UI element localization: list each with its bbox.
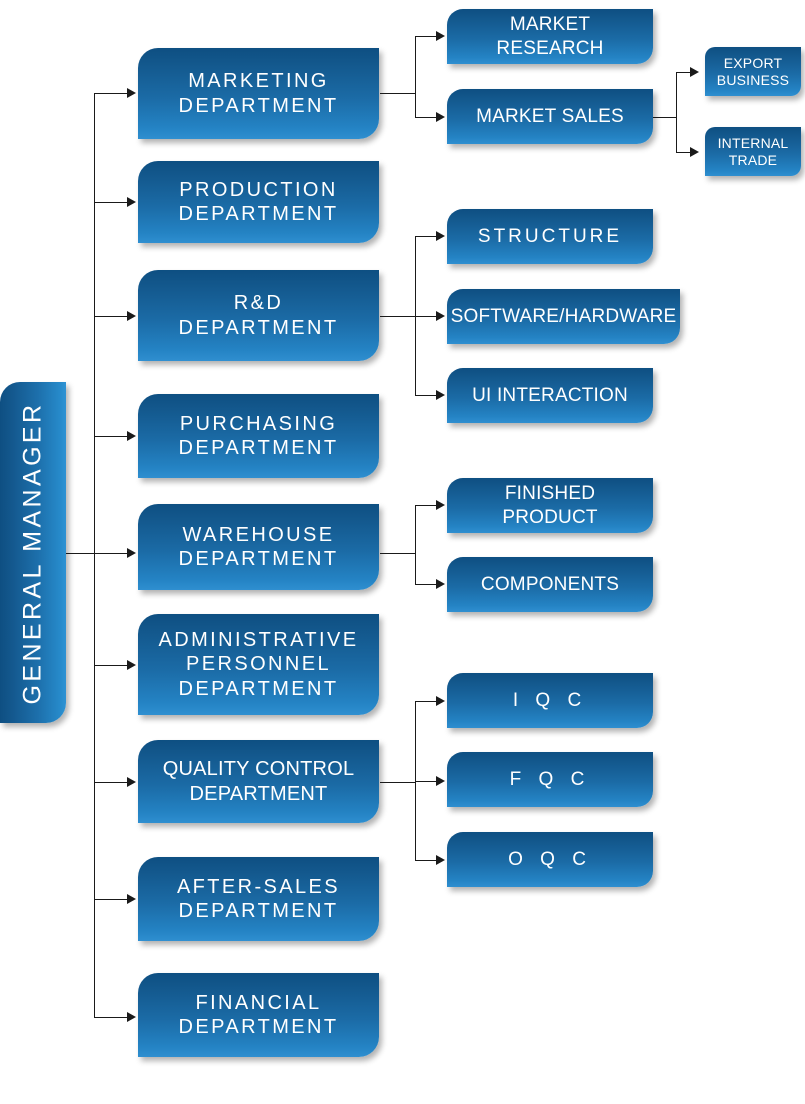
market-sales-box[interactable]: MARKET SALES — [447, 89, 653, 144]
arrow-quality — [127, 777, 136, 787]
arrow-export-business — [690, 67, 699, 77]
structure-box[interactable]: STRUCTURE — [447, 209, 653, 264]
arrow-rnd — [127, 311, 136, 321]
branch-line-administrative — [94, 665, 128, 666]
ui-interaction-box[interactable]: UI INTERACTION — [447, 368, 653, 423]
components-label: COMPONENTS — [480, 573, 620, 595]
branch-line-warehouse — [94, 553, 128, 554]
market-research-box[interactable]: MARKET RESEARCH — [447, 9, 653, 64]
arrow-purchasing — [127, 431, 136, 441]
ui-interaction-label: UI INTERACTION — [472, 384, 628, 406]
rnd-stem-line — [380, 316, 416, 317]
iqc-label: I Q C — [512, 689, 588, 711]
branch-line-after-sales — [94, 899, 128, 900]
branch-line-production — [94, 202, 128, 203]
market-sales-stem-line — [653, 117, 677, 118]
oqc-box[interactable]: O Q C — [447, 832, 653, 887]
arrow-fqc — [436, 776, 445, 786]
arrow-finished-product — [436, 500, 445, 510]
gm-stem-line — [66, 553, 95, 554]
warehouse-split-line — [415, 505, 416, 585]
arrow-iqc — [436, 696, 445, 706]
market-sales-label: MARKET SALES — [476, 105, 624, 127]
line-market-research — [415, 36, 437, 37]
software-hardware-label: SOFTWARE/HARDWARE — [450, 305, 677, 327]
arrow-internal-trade — [690, 147, 699, 157]
arrow-administrative — [127, 660, 136, 670]
line-software-hardware — [415, 316, 437, 317]
line-internal-trade — [676, 152, 691, 153]
market-research-label: MARKET RESEARCH — [496, 14, 604, 59]
line-structure — [415, 236, 437, 237]
fqc-label: F Q C — [509, 768, 591, 790]
marketing-stem-line — [380, 93, 416, 94]
branch-line-purchasing — [94, 436, 128, 437]
line-ui-interaction — [415, 395, 437, 396]
arrow-oqc — [436, 855, 445, 865]
arrow-market-sales — [436, 112, 445, 122]
finished-product-label: FINISHED PRODUCT — [502, 483, 598, 528]
arrow-components — [436, 579, 445, 589]
marketing-split-line — [415, 36, 416, 118]
arrow-marketing — [127, 88, 136, 98]
quality-stem-line — [380, 782, 416, 783]
line-iqc — [415, 701, 437, 702]
iqc-box[interactable]: I Q C — [447, 673, 653, 728]
arrow-warehouse — [127, 548, 136, 558]
general-manager-box[interactable]: GENERAL MANAGER — [0, 382, 66, 723]
oqc-label: O Q C — [508, 848, 592, 870]
software-hardware-box[interactable]: SOFTWARE/HARDWARE — [447, 289, 680, 344]
branch-line-quality — [94, 782, 128, 783]
line-oqc — [415, 860, 437, 861]
arrow-ui-interaction — [436, 390, 445, 400]
line-export-business — [676, 72, 691, 73]
branch-line-financial — [94, 1017, 128, 1018]
general-manager-label: GENERAL MANAGER — [18, 401, 47, 704]
finished-product-box[interactable]: FINISHED PRODUCT — [447, 478, 653, 533]
arrow-software-hardware — [436, 311, 445, 321]
arrow-production — [127, 197, 136, 207]
fqc-box[interactable]: F Q C — [447, 752, 653, 807]
arrow-after-sales — [127, 894, 136, 904]
rnd-split-line — [415, 236, 416, 395]
structure-label: STRUCTURE — [477, 225, 623, 247]
line-components — [415, 584, 437, 585]
trunk-line — [94, 93, 95, 1018]
components-box[interactable]: COMPONENTS — [447, 557, 653, 612]
arrow-structure — [436, 231, 445, 241]
line-market-sales — [415, 117, 437, 118]
market-sales-split-line — [676, 72, 677, 152]
line-finished-product — [415, 505, 437, 506]
arrow-market-research — [436, 31, 445, 41]
line-fqc — [415, 781, 437, 782]
warehouse-stem-line — [380, 553, 416, 554]
branch-line-marketing — [94, 93, 128, 94]
arrow-financial — [127, 1012, 136, 1022]
branch-line-rnd — [94, 316, 128, 317]
